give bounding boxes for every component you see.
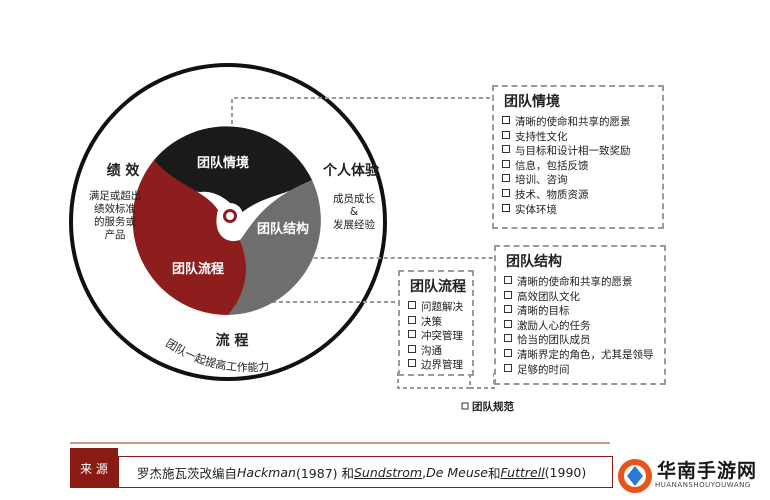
segment-top <box>154 126 312 214</box>
list-item: 决策 <box>408 315 472 330</box>
outer-circle <box>69 63 387 381</box>
segment-left-label: 团队流程 <box>172 262 225 277</box>
process-title: 流 程 <box>215 333 249 349</box>
team-structure-title: 团队结构 <box>506 254 562 270</box>
list-item: 边界管理 <box>408 358 472 373</box>
site-logo[interactable]: 华南手游网 HUANANSHOUYOUWANG <box>613 452 767 498</box>
list-item: 技术、物质资源 <box>502 188 662 203</box>
list-item: 激励人心的任务 <box>504 319 664 334</box>
list-item: 沟通 <box>408 344 472 359</box>
list-item: 培训、咨询 <box>502 173 662 188</box>
personal-experience-title: 个人体验 <box>323 163 379 179</box>
team-process-title: 团队流程 <box>410 279 466 295</box>
team-context-box: 团队情境 清晰的使命和共享的愿景 支持性文化 与目标和设计相一致奖励 信息，包括… <box>492 85 664 229</box>
list-item: 与目标和设计相一致奖励 <box>502 144 662 159</box>
list-item: 恰当的团队成员 <box>504 333 664 348</box>
list-item: 清晰的使命和共享的愿景 <box>502 115 662 130</box>
team-process-box: 团队流程 问题解决 决策 冲突管理 沟通 边界管理 <box>398 270 474 376</box>
list-item: 清晰的使命和共享的愿景 <box>504 275 664 290</box>
list-item: 清晰的目标 <box>504 304 664 319</box>
source-seal: 来 源 <box>70 448 118 488</box>
list-item: 足够的时间 <box>504 363 664 378</box>
list-item: 信息，包括反馈 <box>502 159 662 174</box>
footer-rule <box>70 442 610 492</box>
team-context-title: 团队情境 <box>504 94 560 110</box>
segment-right-label: 团队结构 <box>257 222 310 237</box>
list-item: 支持性文化 <box>502 130 662 145</box>
list-item: 问题解决 <box>408 300 472 315</box>
team-structure-box: 团队结构 清晰的使命和共享的愿景 高效团队文化 清晰的目标 激励人心的任务 恰当… <box>494 245 666 385</box>
segment-top-label: 团队情境 <box>197 156 250 171</box>
list-item: 清晰界定的角色，尤其是领导 <box>504 348 664 363</box>
list-item: 高效团队文化 <box>504 290 664 305</box>
list-item: 实体环境 <box>502 203 662 218</box>
connector-norms <box>397 372 495 389</box>
team-norms-label: 团队规范 <box>472 401 514 413</box>
list-item: 冲突管理 <box>408 329 472 344</box>
personal-experience-desc: 成员成长 & 发展经验 <box>333 193 375 231</box>
segment-left <box>132 160 247 316</box>
performance-desc: 满足或超出 绩效标准 的服务或 产品 <box>88 190 142 241</box>
connector-structure <box>289 251 495 259</box>
logo-icon <box>618 459 652 493</box>
logo-subtitle: HUANANSHOUYOUWANG <box>655 481 751 489</box>
logo-name: 华南手游网 <box>657 460 758 482</box>
segment-right <box>228 180 321 315</box>
performance-title: 绩 效 <box>106 163 140 179</box>
